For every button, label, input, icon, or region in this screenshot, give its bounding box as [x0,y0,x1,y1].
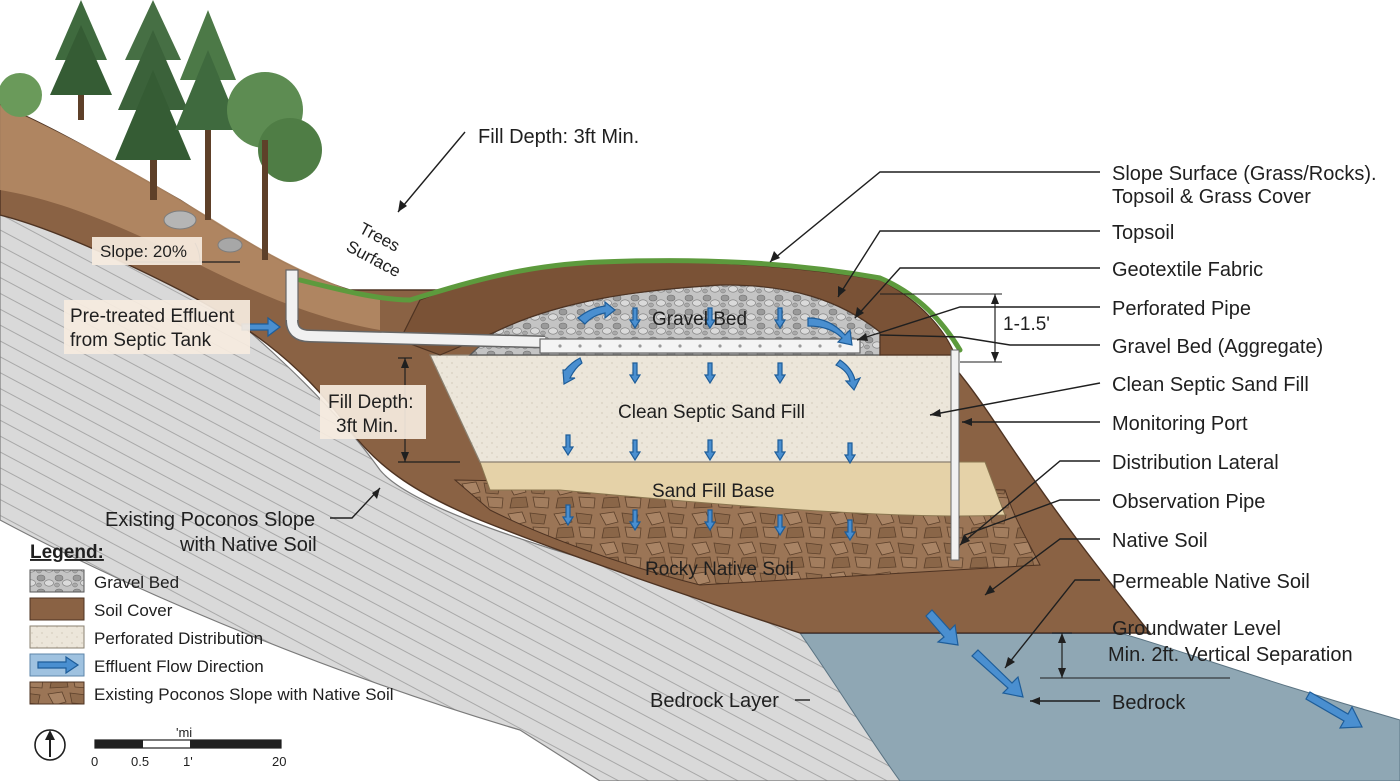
flow-arrow [773,439,787,462]
legend-title: Legend: [30,542,104,563]
label-permeable-native-soil: Permeable Native Soil [1112,571,1310,593]
label-dim-gravel: 1-1.5' [1003,314,1050,335]
scale-tick: 0 [91,754,98,769]
flow-arrow [628,439,642,462]
label-topsoil: Topsoil [1112,222,1174,244]
flow-arrow [843,442,857,465]
label-observation-pipe: Observation Pipe [1112,491,1265,513]
label-gravel-bed: Gravel Bed [652,309,747,330]
label-distribution-lateral: Distribution Lateral [1112,452,1279,474]
flow-arrows [241,300,1363,729]
leader-lines [330,131,1101,705]
sand-fill-base [479,461,1006,517]
flow-arrow [628,362,642,385]
label-geotextile: Geotextile Fabric [1112,259,1263,281]
label-existing-slope: Existing Poconos Slope [105,509,315,531]
groundwater-zone [799,632,1400,781]
flow-arrow [561,504,575,527]
monitoring-port [950,349,960,561]
label-sand-base: Sand Fill Base [652,481,775,502]
label-gravel-bed-aggregate: Gravel Bed (Aggregate) [1112,336,1323,358]
label-existing-slope-2: with Native Soil [179,534,317,556]
perforated-pipe [539,338,861,354]
label-slope-surface: Slope Surface (Grass/Rocks). [1112,163,1377,185]
label-perforated-pipe: Perforated Pipe [1112,298,1251,320]
scale-unit: 'mi [176,725,192,740]
trees [0,0,322,260]
label-monitoring-port: Monitoring Port [1112,413,1248,435]
flow-arrow [971,649,1024,698]
legend-arrow-icon [37,655,80,675]
flow-arrow [628,509,642,532]
flow-arrow [628,307,642,330]
grass-line [297,258,963,353]
label-groundwater-2: Min. 2ft. Vertical Separation [1108,644,1353,666]
flow-arrow [562,357,583,385]
label-clean-sand-inside: Clean Septic Sand Fill [618,402,805,423]
legend-item: Effluent Flow Direction [94,657,264,676]
flow-arrow [703,362,717,385]
north-arrow-icon [34,729,66,761]
flow-arrow [925,609,959,646]
effluent-callout-bg [64,300,250,354]
flow-arrow [577,300,616,325]
legend-swatch-soil [29,597,85,621]
legend-item: Existing Poconos Slope with Native Soil [94,685,394,704]
flow-arrow [773,362,787,385]
flow-arrow [807,317,853,346]
scale-tick: 1' [183,754,193,769]
label-slope-pct: Slope: 20% [100,242,187,261]
flow-arrow [835,359,862,392]
scale-tick: 20 [272,754,286,769]
scale-bar: 'mi 0 0.5 1' 20 [91,725,286,769]
flow-arrow [1305,691,1363,729]
label-effluent-2: from Septic Tank [70,330,212,351]
slope-callout-bg [92,237,202,265]
label-fill-depth-top: Fill Depth: 3ft Min. [478,126,639,148]
label-clean-sand-fill: Clean Septic Sand Fill [1112,374,1309,396]
legend-item: Perforated Distribution [94,629,263,648]
flow-arrow [773,514,787,537]
label-fill-depth-side-2: 3ft Min. [336,416,398,437]
inlet-pipe [285,269,546,349]
legend-swatch-rocky [29,681,85,705]
legend-item: Soil Cover [94,601,173,620]
legend-swatch-gravel [29,569,85,593]
flow-arrow [703,439,717,462]
label-effluent: Pre-treated Effluent [70,306,235,327]
legend: Legend: Gravel Bed Soil Cover Perforated… [29,542,394,705]
legend-item: Gravel Bed [94,573,179,592]
flow-arrow [773,307,787,330]
flow-arrow [703,509,717,532]
label-slope-surface-2: Topsoil & Grass Cover [1112,186,1311,208]
flow-arrow [561,434,575,457]
label-fill-depth-side: Fill Depth: [328,392,414,413]
label-groundwater: Groundwater Level [1112,618,1281,640]
label-bedrock-layer: Bedrock Layer [650,690,779,712]
label-rocky-native: Rocky Native Soil [645,559,794,580]
fill-depth-callout-bg [320,385,426,439]
flow-arrow [843,519,857,542]
label-bedrock: Bedrock [1112,692,1186,714]
flow-arrow [703,307,717,330]
legend-swatch-sand [29,625,85,649]
label-native-soil: Native Soil [1112,530,1208,552]
scale-tick: 0.5 [131,754,149,769]
